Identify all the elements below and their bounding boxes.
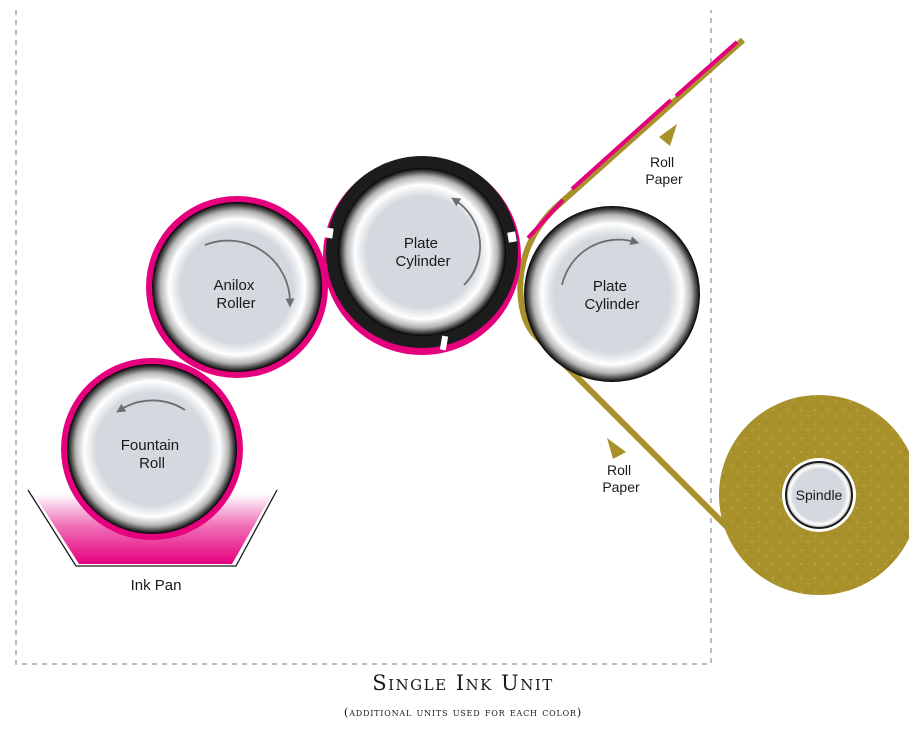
anilox-roller bbox=[146, 196, 328, 378]
paper-direction-arrow-upper bbox=[659, 124, 677, 146]
spindle bbox=[782, 458, 856, 532]
impression-cylinder-label: Plate Cylinder bbox=[584, 278, 639, 313]
plate-cylinder-label: Plate Cylinder bbox=[395, 235, 450, 270]
impression-cylinder bbox=[524, 206, 700, 382]
anilox-roller-label: Anilox Roller bbox=[213, 277, 258, 312]
ink-pan-label: Ink Pan bbox=[131, 577, 182, 594]
diagram-subtitle: (additional units used for each color) bbox=[344, 705, 582, 719]
roll-paper-lower-label: Roll Paper bbox=[602, 462, 640, 495]
spindle-label: Spindle bbox=[796, 487, 843, 503]
unit-boundary bbox=[15, 10, 712, 665]
fountain-roll bbox=[61, 358, 243, 540]
paper-direction-arrow-lower bbox=[607, 438, 626, 459]
plate-cylinder bbox=[323, 156, 521, 355]
diagram-title: Single Ink Unit bbox=[372, 671, 554, 695]
roll-paper-upper-label: Roll Paper bbox=[645, 154, 683, 187]
paper-roll bbox=[719, 395, 909, 595]
printed-ink-marks bbox=[526, 40, 739, 240]
fountain-roll-label: Fountain Roll bbox=[121, 437, 184, 472]
